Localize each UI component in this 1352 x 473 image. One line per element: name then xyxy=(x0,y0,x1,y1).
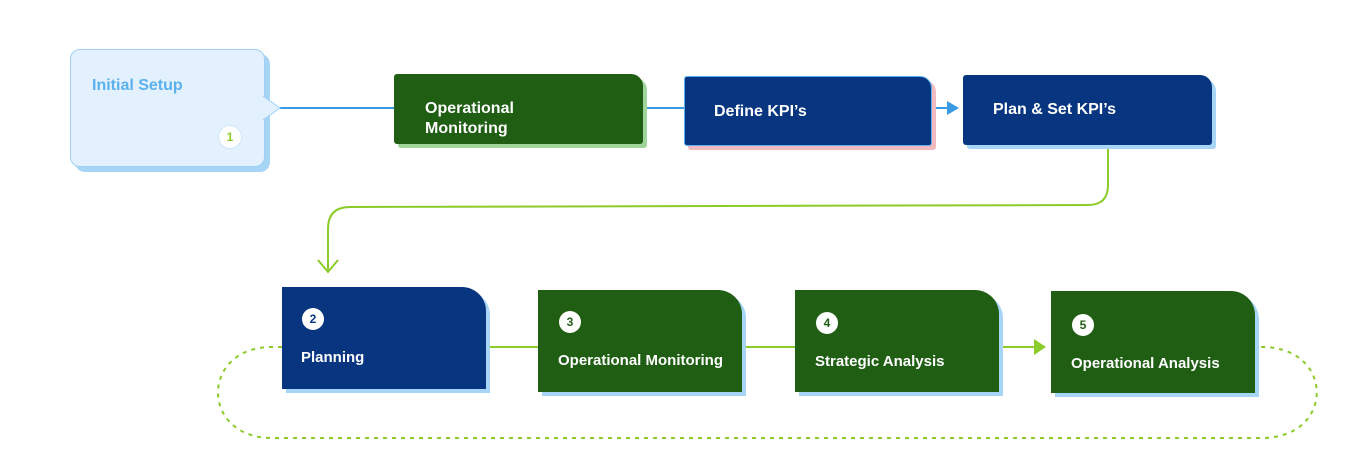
plan-set-kpis-label: Plan & Set KPI’s xyxy=(993,101,1116,118)
cycle-step-operational-analysis-label: Operational Analysis xyxy=(1071,355,1220,372)
step-number-5: 5 xyxy=(1072,314,1094,336)
step-number-3: 3 xyxy=(559,311,581,333)
define-kpis-label: Define KPI’s xyxy=(714,103,807,120)
cycle-step-operational-monitoring-label: Operational Monitoring xyxy=(558,352,723,369)
define-kpis-box: Define KPI’s xyxy=(684,76,932,146)
cycle-step-strategic-analysis: 4 Strategic Analysis xyxy=(795,290,999,392)
connector-plan-to-planning xyxy=(327,148,1109,270)
step-number-1: 1 xyxy=(218,125,242,149)
arrowhead-to-op-analysis xyxy=(1034,339,1046,355)
plan-set-kpis-box: Plan & Set KPI’s xyxy=(963,75,1212,145)
initial-setup-label: Initial Setup xyxy=(92,77,183,94)
cycle-step-operational-monitoring: 3 Operational Monitoring xyxy=(538,290,742,392)
step-number-4: 4 xyxy=(816,312,838,334)
cycle-step-strategic-analysis-label: Strategic Analysis xyxy=(815,353,945,370)
cycle-step-planning-label: Planning xyxy=(301,349,365,366)
arrowhead-define-to-plan xyxy=(947,101,959,115)
arrowhead-to-planning xyxy=(317,259,339,274)
cycle-step-operational-analysis: 5 Operational Analysis xyxy=(1051,291,1255,393)
cycle-step-planning: 2 Planning xyxy=(282,287,486,389)
step-number-2: 2 xyxy=(302,308,324,330)
top-operational-monitoring-label: Operational Monitoring xyxy=(425,100,514,137)
initial-setup-card: Initial Setup 1 xyxy=(70,49,265,167)
callout-pointer xyxy=(263,96,281,121)
top-operational-monitoring-box: Operational Monitoring xyxy=(394,74,643,144)
